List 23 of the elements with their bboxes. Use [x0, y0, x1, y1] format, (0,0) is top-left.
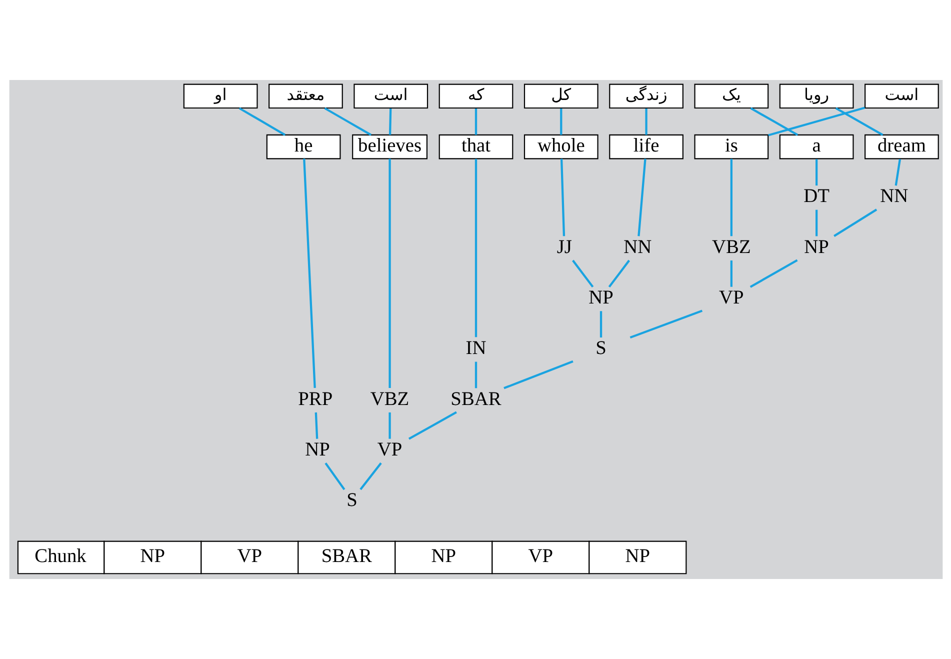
node-text: VP — [376, 439, 402, 460]
label: Chunk — [34, 546, 86, 568]
node-text: SBAR — [450, 388, 501, 410]
node-text: S — [346, 490, 357, 512]
node-text: JJ — [556, 236, 572, 258]
node-text: IN — [465, 338, 486, 360]
node-text: VBZ — [370, 388, 409, 410]
node-text: VBZ — [712, 236, 750, 258]
label: NP — [430, 546, 456, 568]
node-text: S — [595, 338, 606, 360]
node-text: VP — [718, 288, 744, 309]
node-text: PRP — [298, 388, 332, 410]
label: NP — [140, 546, 165, 568]
label: NP — [624, 546, 650, 568]
node-text: NP — [588, 288, 613, 309]
node-text: NN — [880, 186, 908, 208]
node-text: DT — [803, 186, 829, 208]
label: SBAR — [320, 546, 372, 568]
label: VP — [528, 546, 553, 568]
node-text: NP — [304, 439, 330, 460]
node-text: NP — [804, 236, 828, 258]
label: VP — [236, 546, 262, 568]
node-text: NN — [623, 236, 652, 258]
